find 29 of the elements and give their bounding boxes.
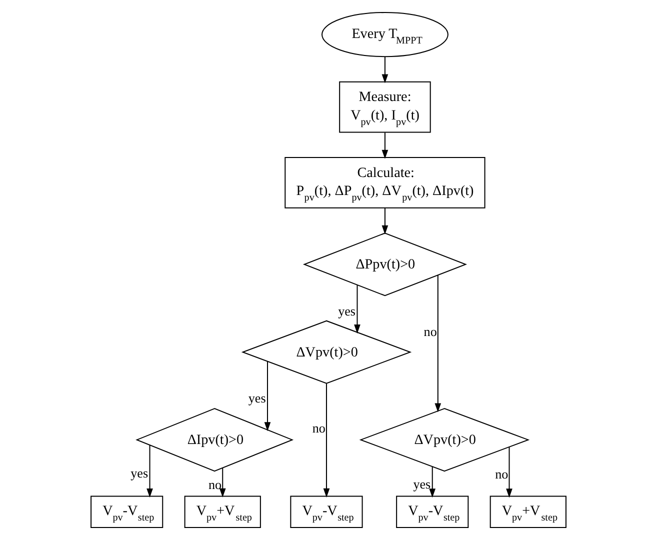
node-box: V$_{pv}$-V$_{step}$ (396, 496, 469, 528)
node-box: Calculate: P$_{pv}$(t), ΔP$_{pv}$(t), ΔV$_{pv}$(t), ΔIpv(t) (284, 156, 486, 208)
edge-label: no (208, 476, 222, 492)
arrow (264, 362, 271, 432)
node-diamond: ΔVpv(t)>0 (359, 408, 530, 472)
node-ellipse: Every T$_{MPPT}$ (322, 12, 448, 58)
node-box: V$_{pv}$+V$_{step}$ (490, 496, 566, 528)
node-diamond: ΔVpv(t)>0 (241, 320, 412, 384)
arrow (323, 384, 330, 498)
arrow (382, 208, 388, 234)
arrow (219, 468, 226, 498)
arrow (506, 447, 512, 498)
edge-label: yes (248, 390, 266, 406)
arrow (382, 132, 388, 159)
node-box: Measure: V$_{pv}$(t), I$_{pv}$(t) (339, 81, 431, 133)
node-box: V$_{pv}$-V$_{step}$ (290, 496, 363, 528)
arrow (354, 285, 360, 334)
edge-label: yes (413, 476, 431, 492)
arrow (429, 466, 436, 498)
node-box: V$_{pv}$-V$_{step}$ (90, 496, 164, 528)
edge-label: no (312, 420, 326, 436)
arrow (382, 56, 388, 84)
node-diamond: ΔIpv(t)>0 (136, 408, 294, 472)
arrow (146, 445, 153, 498)
node-box: V$_{pv}$+V$_{step}$ (184, 496, 261, 528)
edge-label: yes (338, 304, 356, 319)
node-diamond: ΔPpv(t)>0 (302, 232, 468, 296)
arrow (434, 275, 442, 412)
edge-label: no (424, 324, 437, 339)
